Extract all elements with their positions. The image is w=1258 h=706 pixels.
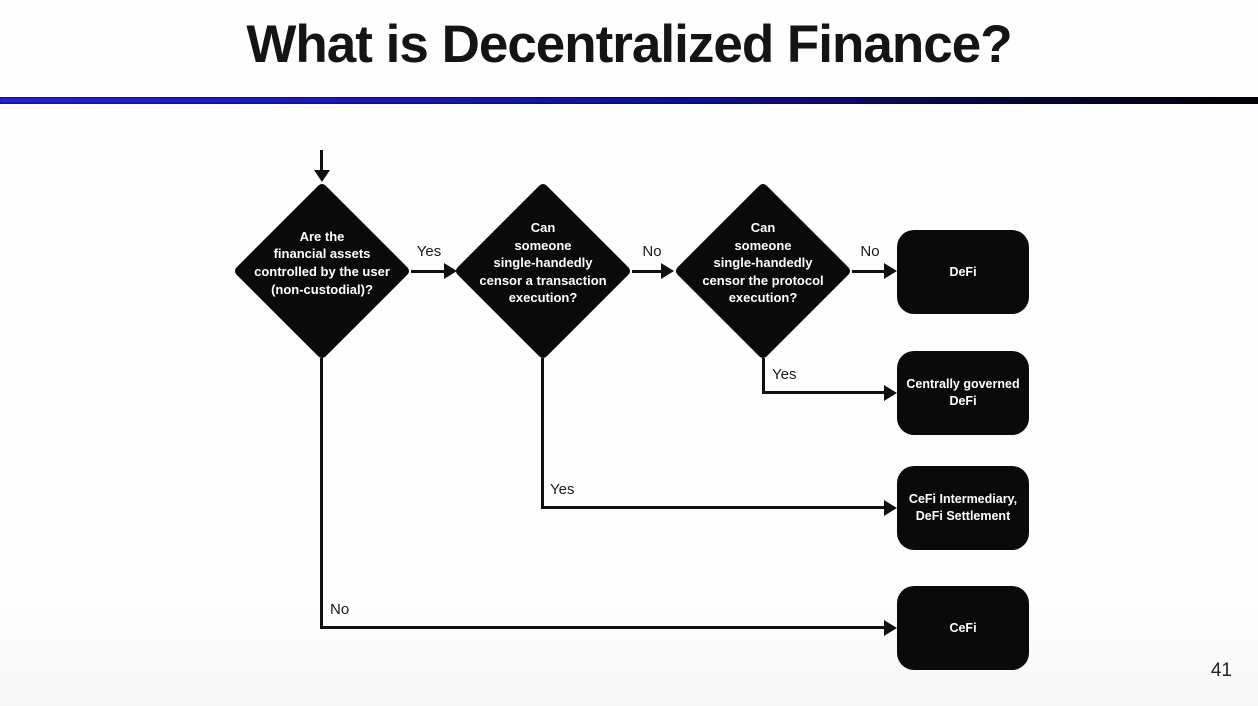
- decision-censor-protocol: Can someone single-handedly censor the p…: [673, 181, 853, 361]
- outcome-centrally-governed-defi: Centrally governed DeFi: [897, 351, 1029, 435]
- edge-label-no: No: [330, 601, 350, 618]
- connector-line: [541, 358, 544, 509]
- outcome-defi: DeFi: [897, 230, 1029, 314]
- connector-line: [411, 270, 444, 273]
- arrowhead-icon: [884, 500, 897, 516]
- edge-label-no: No: [642, 243, 662, 260]
- connector-line: [852, 270, 884, 273]
- decision-censor-transaction-label: Can someone single-handedly censor a tra…: [479, 220, 607, 306]
- slide-title: What is Decentralized Finance?: [246, 15, 1012, 74]
- outcome-defi-label: DeFi: [949, 264, 977, 279]
- edge-label-yes: Yes: [416, 243, 442, 260]
- arrowhead-icon: [884, 385, 897, 401]
- connector-line: [541, 506, 884, 509]
- connector-line: [632, 270, 661, 273]
- connector-line: [320, 626, 884, 629]
- outcome-cefi-intermediary-label: CeFi Intermediary, DeFi Settlement: [908, 492, 1018, 523]
- arrowhead-icon: [661, 263, 674, 279]
- title-divider-line: [0, 97, 1258, 104]
- edge-label-yes: Yes: [772, 366, 797, 383]
- edge-label-yes: Yes: [550, 481, 575, 498]
- connector-line: [762, 358, 765, 394]
- decision-custody: Are the financial assets controlled by t…: [232, 181, 412, 361]
- outcome-centrally-governed-defi-label: Centrally governed DeFi: [906, 377, 1020, 408]
- edge-label-no: No: [860, 243, 880, 260]
- arrowhead-icon: [884, 263, 897, 279]
- connector-line: [762, 391, 884, 394]
- arrowhead-icon: [444, 263, 457, 279]
- start-arrowhead-icon: [314, 170, 330, 182]
- outcome-cefi: CeFi: [897, 586, 1029, 670]
- decision-censor-transaction: Can someone single-handedly censor a tra…: [453, 181, 633, 361]
- decision-custody-label: Are the financial assets controlled by t…: [254, 228, 390, 297]
- outcome-cefi-label: CeFi: [949, 620, 977, 635]
- arrowhead-icon: [884, 620, 897, 636]
- page-number: 41: [1210, 660, 1232, 681]
- outcome-cefi-intermediary: CeFi Intermediary, DeFi Settlement: [897, 466, 1029, 550]
- connector-line: [320, 358, 323, 629]
- start-connector-line: [320, 150, 323, 171]
- decision-censor-protocol-label: Can someone single-handedly censor the p…: [702, 220, 824, 306]
